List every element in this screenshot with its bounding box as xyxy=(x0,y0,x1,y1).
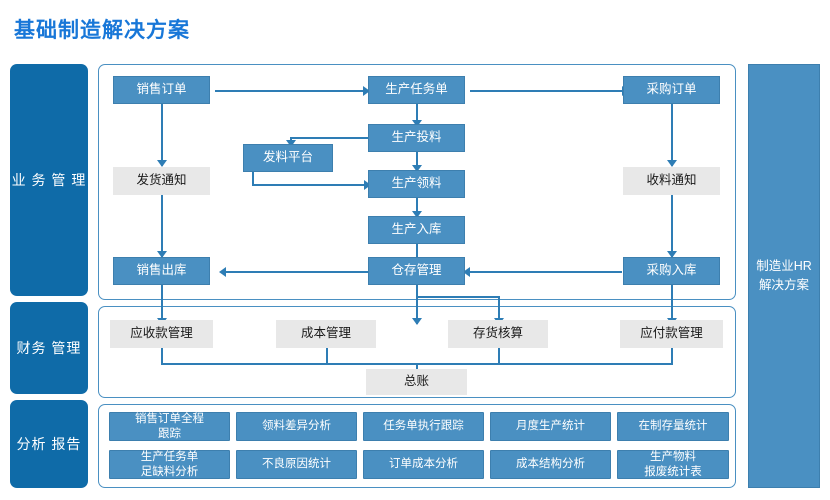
connector-feed-to-platform-h xyxy=(290,137,370,139)
node-wip-stock-stats[interactable]: 在制存量统计 xyxy=(617,412,729,441)
arrowhead-purchase-to-receipt xyxy=(667,160,677,167)
connector-purchase-to-receipt xyxy=(671,104,673,166)
node-production-feed[interactable]: 生产投料 xyxy=(368,124,465,152)
arrowhead-platform-to-pick xyxy=(364,180,371,190)
arrowhead-pick-to-instock xyxy=(412,211,422,218)
sidebar-item-analysis[interactable]: 分析 报告 xyxy=(10,400,88,488)
node-delivery-notice[interactable]: 发货通知 xyxy=(113,167,210,195)
connector-platform-to-pick-v xyxy=(252,172,254,186)
node-order-cost-analysis[interactable]: 订单成本分析 xyxy=(363,450,484,479)
connector-delivery-to-outstock xyxy=(161,195,163,257)
connector-task-to-feed xyxy=(416,104,418,125)
node-sales-outstock[interactable]: 销售出库 xyxy=(113,257,210,285)
node-task-exec-tracking[interactable]: 任务单执行跟踪 xyxy=(363,412,484,441)
node-production-instock[interactable]: 生产入库 xyxy=(368,216,465,244)
arrowhead-receipt-to-instock xyxy=(667,251,677,258)
connector-warehouse-to-cost xyxy=(416,285,418,324)
connector-sales-to-delivery xyxy=(161,104,163,166)
connector-warehouse-to-inventory-h xyxy=(416,296,500,298)
connector-cost-down xyxy=(326,348,328,365)
connector-task-to-purchase xyxy=(470,90,622,92)
arrowhead-sales-to-task xyxy=(363,86,370,96)
node-receivable-mgmt[interactable]: 应收款管理 xyxy=(110,320,213,348)
node-cost-structure-analysis[interactable]: 成本结构分析 xyxy=(490,450,611,479)
node-production-task[interactable]: 生产任务单 xyxy=(368,76,465,104)
node-task-material-analysis[interactable]: 生产任务单 足缺料分析 xyxy=(109,450,230,479)
connector-pick-to-instock xyxy=(416,198,418,216)
connector-receivable-down xyxy=(161,348,163,365)
connector-payable-down xyxy=(671,348,673,365)
node-pick-variance-analysis[interactable]: 领料差异分析 xyxy=(236,412,357,441)
arrowhead-warehouse-to-cost xyxy=(412,318,422,325)
node-sales-order[interactable]: 销售订单 xyxy=(113,76,210,104)
arrowhead-sales-to-delivery xyxy=(157,160,167,167)
node-payable-mgmt[interactable]: 应付款管理 xyxy=(620,320,723,348)
connector-warehouse-to-outstock xyxy=(226,271,371,273)
node-cost-mgmt[interactable]: 成本管理 xyxy=(276,320,376,348)
connector-sales-to-task xyxy=(215,90,363,92)
arrowhead-purchase-instock-to-warehouse xyxy=(463,267,470,277)
node-general-ledger[interactable]: 总账 xyxy=(366,369,467,395)
page-title: 基础制造解决方案 xyxy=(14,19,190,42)
arrowhead-delivery-to-outstock xyxy=(157,251,167,258)
node-receipt-notice[interactable]: 收料通知 xyxy=(623,167,720,195)
sidebar-item-finance[interactable]: 财务 管理 xyxy=(10,302,88,394)
node-inventory-acct[interactable]: 存货核算 xyxy=(448,320,548,348)
node-purchase-instock[interactable]: 采购入库 xyxy=(623,257,720,285)
arrowhead-task-to-feed xyxy=(412,120,422,127)
arrowhead-feed-to-platform xyxy=(286,140,296,147)
connector-purchase-instock-to-payable xyxy=(671,285,673,324)
connector-to-inventory-acct xyxy=(498,296,500,324)
connector-platform-to-pick-h xyxy=(252,184,366,186)
node-purchase-order[interactable]: 采购订单 xyxy=(623,76,720,104)
node-production-pick[interactable]: 生产领料 xyxy=(368,170,465,198)
connector-outstock-to-receivable xyxy=(161,285,163,324)
node-material-platform[interactable]: 发料平台 xyxy=(243,144,333,172)
connector-purchase-instock-to-warehouse xyxy=(470,271,622,273)
sidebar-item-business[interactable]: 业 务 管 理 xyxy=(10,64,88,296)
sidebar-item-hr-solution[interactable]: 制造业HR 解决方案 xyxy=(748,64,820,488)
node-sales-order-tracking[interactable]: 销售订单全程 跟踪 xyxy=(109,412,230,441)
connector-receipt-to-instock xyxy=(671,195,673,257)
node-defect-cause-stats[interactable]: 不良原因统计 xyxy=(236,450,357,479)
arrowhead-feed-to-pick xyxy=(412,165,422,172)
arrowhead-warehouse-to-outstock xyxy=(219,267,226,277)
connector-instock-to-warehouse xyxy=(416,244,418,262)
node-material-scrap-stats[interactable]: 生产物料 报废统计表 xyxy=(617,450,729,479)
connector-feed-to-pick xyxy=(416,152,418,170)
node-warehouse-mgmt[interactable]: 仓存管理 xyxy=(368,257,465,285)
node-monthly-prod-stats[interactable]: 月度生产统计 xyxy=(490,412,611,441)
connector-inventory-down xyxy=(498,348,500,365)
